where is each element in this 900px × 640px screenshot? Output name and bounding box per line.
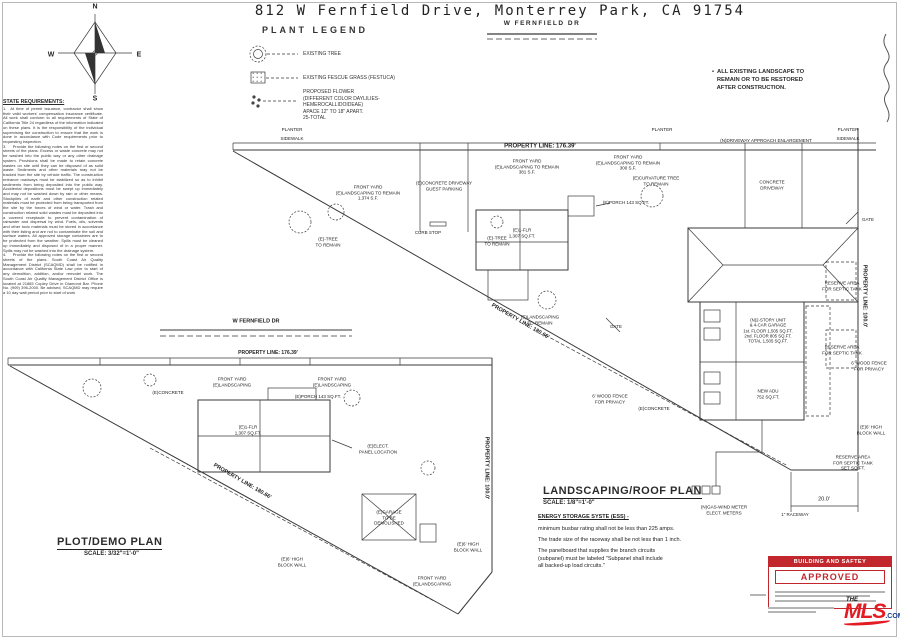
plot-demo-plan-scale: SCALE: 3/32"=1'-0" (84, 551, 139, 557)
plan-label: (N)GAS-WIND METER ELECT. METERS (700, 504, 748, 515)
plan-label: (N)2-STORY UNIT & 4-CAR GARAGE 1st. FLOO… (743, 317, 793, 345)
plan-label: RESERVE AREA FOR SEPTIC TANK SET SQ.FT. (833, 454, 873, 471)
legend-item-proposed-flower: PROPOSED FLOWER (DIFFERENT COLOR DAYLILI… (303, 89, 380, 121)
property-line-label: PROPERTY LINE: 180.66' (212, 462, 273, 501)
plan-label: SIDEWALK (280, 136, 304, 142)
plan-label: 1" RACEWAY (781, 512, 809, 518)
property-line-label: PROPERTY LINE: 176.39' (238, 349, 298, 356)
plan-label: (E)6' HIGH BLOCK WALL (453, 541, 483, 552)
plan-label: (E)CURVATURE TREE TO REMAIN (632, 175, 680, 186)
landscaping-roof-plan-linework (232, 128, 876, 512)
plan-label: 20.0' (818, 496, 830, 503)
plan-label: NEW ADU 752 SQ.FT. (756, 388, 780, 399)
plan-label: 6' WOOD FENCE FOR PRIVACY (592, 393, 628, 404)
energy-note-line: The panelboard that supplies the branch … (538, 548, 663, 569)
plan-label: (E)CONCRETE (152, 390, 184, 396)
approval-stamp: BUILDING AND SAFTEY APPROVED (768, 556, 892, 609)
mls-logo: THE MLS.COM (843, 597, 900, 627)
plan-label: PLANTER (837, 127, 859, 133)
plan-label: (E)1-FLR 1,307 SQ.FT. (234, 424, 262, 435)
landscaping-roof-plan-scale: SCALE: 1/8"=1'-0" (543, 500, 595, 506)
plot-demo-plan-linework (7, 329, 493, 615)
plan-label: (E)PORCH 143 SQ.FT. (602, 200, 650, 206)
energy-note-line: The trade size of the raceway shall be n… (538, 537, 682, 544)
energy-note-line: minimum busbar rating shall not be less … (538, 526, 675, 533)
street-label-top: W FERNFIELD DR (503, 20, 581, 27)
landscaping-roof-plan-title-text: LANDSCAPING/ROOF PLAN (543, 485, 702, 499)
plan-label: (E)GARAGE TO BE DEMOLISHED (374, 509, 404, 526)
landscaping-roof-plan-title: LANDSCAPING/ROOF PLAN (543, 481, 702, 499)
legend-item-fescue-grass: EXISTING FESCUE GRASS (FESTUCA) (303, 75, 395, 81)
plan-label: FRONT YARD (E)LANDSCAPING (312, 376, 352, 387)
property-line-label: PROPERTY LINE: 176.39' (504, 143, 576, 150)
plan-label: CONCRETE DRIVEWAY (759, 179, 785, 190)
plan-label: (E)CONCRETE DRIVEWAY GUEST PARKING (415, 180, 473, 191)
compass-n: N (92, 3, 98, 11)
legend-flower-icon (251, 95, 298, 108)
plot-demo-plan-title-text: PLOT/DEMO PLAN (57, 536, 163, 550)
compass-rose-icon (58, 14, 132, 94)
plan-label: FRONT YARD (E)LANDSCAPING TO REMAIN 300 … (595, 154, 661, 171)
plan-label: (E)6' HIGH BLOCK WALL (856, 424, 886, 435)
plan-label: FRONT YARD (E)LANDSCAPING TO REMAIN 381 … (494, 158, 560, 175)
sheet-title: 812 W Fernfield Drive, Monterrey Park, C… (254, 3, 746, 19)
plan-label: GATE (610, 324, 622, 330)
plan-label: GATE (862, 217, 874, 223)
plan-label: (E)ELECT. PANEL LOCATION (358, 443, 398, 454)
mls-logo-the: THE (846, 597, 858, 603)
property-line-label: PROPERTY LINE: 100.0' (483, 436, 490, 500)
plan-label: (E)CONCRETE (638, 406, 670, 412)
landscape-remain-note: • ALL EXISTING LANDSCAPE TO REMAIN OR TO… (712, 69, 805, 92)
mls-logo-mls: MLS (844, 600, 886, 623)
plan-label: (E)LANDSCAPING TO REMAIN (520, 314, 560, 325)
plan-label: FRONT YARD (E)LANDSCAPING TO REMAIN 1,37… (335, 184, 401, 201)
plan-label: (E)PORCH 143 SQ.FT. (294, 394, 342, 400)
mls-logo-com: .COM (885, 613, 900, 620)
state-requirements-body: 1. At time of permit issuance, contracto… (3, 106, 103, 296)
plan-label: (N)DRIVEWAY APPROACH ENLARGEMENT (720, 138, 812, 144)
plot-demo-plan-title: PLOT/DEMO PLAN (57, 532, 163, 550)
plan-label: RESERVE AREA FOR SEPTIC TANK (822, 344, 862, 355)
architect-signature (883, 33, 890, 123)
legend-grass-icon (250, 71, 298, 84)
energy-storage-notes: ENERGY STORAGE SYSTE (ESS) - minimum bus… (538, 514, 758, 574)
plan-label: CURB STOP (414, 230, 442, 236)
project-number-fineprint (768, 604, 838, 616)
plan-label: FRONT YARD (E)LANDSCAPING (212, 376, 252, 387)
property-line-label: PROPERTY LINE: 100.0' (861, 264, 868, 328)
plan-label: 6' WOOD FENCE FOR PRIVACY (851, 360, 887, 371)
plan-label: PLANTER (281, 127, 303, 133)
plant-legend-title: PLANT LEGEND (262, 25, 369, 35)
legend-item-existing-tree: EXISTING TREE (303, 51, 341, 57)
stamp-fineprint (769, 586, 891, 608)
reviewer-initials (750, 591, 766, 598)
plan-label: SIDEWALK (836, 136, 860, 142)
plan-label: (E)-TREE TO REMAIN (315, 236, 341, 247)
compass-w: W (47, 51, 55, 59)
legend-tree-icon (249, 45, 298, 63)
street-label: W FERNFIELD DR (232, 318, 280, 325)
plan-label: PLANTER (651, 127, 673, 133)
plan-label: (E)-TREE TO REMAIN (484, 235, 510, 246)
plan-label: FRONT YARD (E)LANDSCAPING (412, 575, 452, 586)
energy-notes-heading: ENERGY STORAGE SYSTE (ESS) - (538, 514, 629, 520)
plan-label: RESERVE AREA FOR SEPTIC TANK (822, 280, 862, 291)
compass-s: S (92, 95, 98, 103)
stamp-title: BUILDING AND SAFTEY (769, 557, 891, 567)
plan-label: (E)6' HIGH BLOCK WALL (277, 556, 307, 567)
state-requirements-heading: STATE REQUIREMENTS: (3, 99, 65, 105)
compass-e: E (136, 51, 142, 59)
plan-label: (E)1-FLR 1,307 SQ.FT. (508, 227, 536, 238)
stamp-approved-text: APPROVED (775, 570, 885, 584)
